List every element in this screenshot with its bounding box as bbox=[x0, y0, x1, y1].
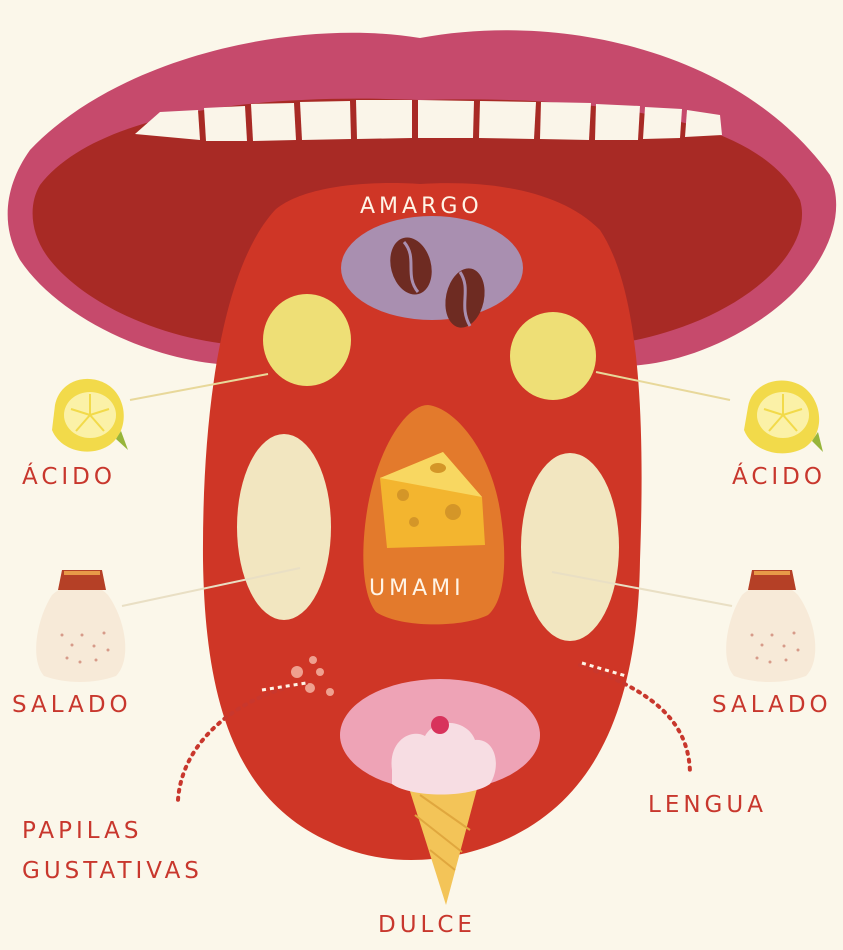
papillae-label-line1: PAPILAS bbox=[22, 818, 142, 846]
salty-label-right: SALADO bbox=[712, 692, 832, 720]
bitter-zone bbox=[341, 216, 523, 320]
salty-zone-left bbox=[237, 434, 331, 620]
sour-zone-right bbox=[510, 312, 596, 400]
sour-label-right: ÁCIDO bbox=[732, 464, 826, 492]
bitter-label: AMARGO bbox=[360, 194, 483, 220]
salty-label-left: SALADO bbox=[12, 692, 132, 720]
salt-shaker-icon bbox=[726, 570, 815, 682]
umami-label: UMAMI bbox=[369, 576, 465, 602]
papillae-label-line2: GUSTATIVAS bbox=[22, 858, 203, 886]
salt-shaker-icon bbox=[36, 570, 125, 682]
sour-label-left: ÁCIDO bbox=[22, 464, 116, 492]
lemon-icon bbox=[52, 379, 128, 452]
sour-zone-left bbox=[263, 294, 351, 386]
tongue-label: LENGUA bbox=[648, 792, 767, 820]
lemon-icon bbox=[744, 381, 823, 454]
salty-zone-right bbox=[521, 453, 619, 641]
sweet-label: DULCE bbox=[378, 912, 476, 940]
